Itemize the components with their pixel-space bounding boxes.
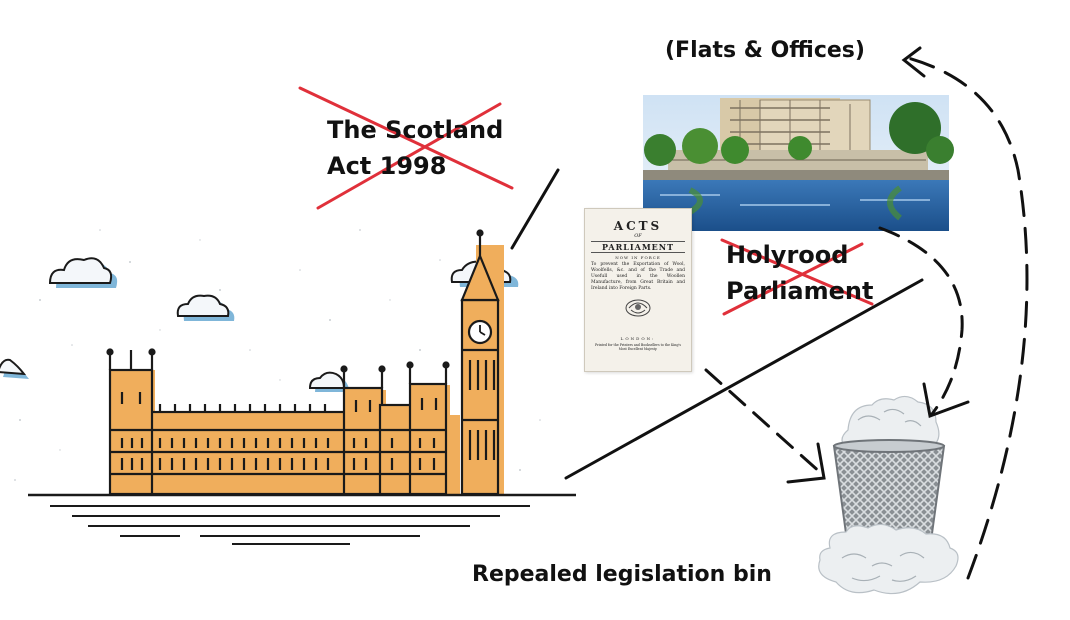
cross-out-scotland-act bbox=[298, 86, 514, 210]
cloud-icon bbox=[48, 257, 118, 288]
dashed-arrows bbox=[704, 46, 1029, 580]
document-imprint: LONDON: bbox=[620, 336, 656, 341]
dashed-arrow-head bbox=[922, 382, 970, 419]
wastebasket-icon bbox=[818, 395, 959, 595]
document-body: To prevent the Exportation of Wool, Wool… bbox=[591, 262, 685, 291]
dashed-arrow-holyrood-to-bin bbox=[878, 226, 964, 416]
connector-parliament-to-holyrood bbox=[564, 278, 924, 480]
cross-out-marks bbox=[298, 86, 874, 316]
acts-of-parliament-document: ACTS OF PARLIAMENT NOW IN FORCE To preve… bbox=[584, 208, 692, 372]
label-holyrood-parliament: Holyrood Parliament bbox=[726, 237, 873, 309]
dashed-arrow-head bbox=[901, 46, 926, 78]
cloud-icon bbox=[176, 294, 235, 321]
houses-of-parliament-icon bbox=[28, 229, 576, 545]
cloud-icon bbox=[0, 358, 29, 379]
label-scotland-act: The Scotland Act 1998 bbox=[327, 112, 503, 184]
dashed-arrow-head bbox=[786, 442, 826, 484]
holyrood-building-photo bbox=[643, 95, 954, 231]
dashed-arrow-bin-to-flats bbox=[906, 56, 1029, 580]
document-now-in-force: NOW IN FORCE bbox=[615, 255, 661, 260]
document-of: OF bbox=[634, 233, 642, 239]
connector-lines bbox=[510, 168, 924, 480]
label-scotland-act-line2: Act 1998 bbox=[327, 152, 447, 180]
label-holyrood-line2: Parliament bbox=[726, 277, 874, 305]
cloud-icon bbox=[308, 371, 349, 392]
document-title: ACTS bbox=[613, 219, 663, 233]
label-scotland-act-line1: The Scotland bbox=[327, 116, 504, 144]
dashed-arrow-acts-to-bin bbox=[704, 368, 824, 476]
background-speckles bbox=[14, 229, 541, 481]
connector-act-to-parliament bbox=[510, 168, 560, 250]
document-subtitle: PARLIAMENT bbox=[591, 241, 685, 253]
document-printer: Printed for the Printers and Booksellers… bbox=[594, 343, 682, 351]
label-flats-offices: (Flats & Offices) bbox=[665, 38, 865, 63]
cross-out-holyrood bbox=[720, 238, 874, 316]
crest-icon bbox=[625, 299, 651, 317]
label-repealed-bin: Repealed legislation bin bbox=[472, 562, 772, 587]
label-holyrood-line1: Holyrood bbox=[726, 241, 849, 269]
